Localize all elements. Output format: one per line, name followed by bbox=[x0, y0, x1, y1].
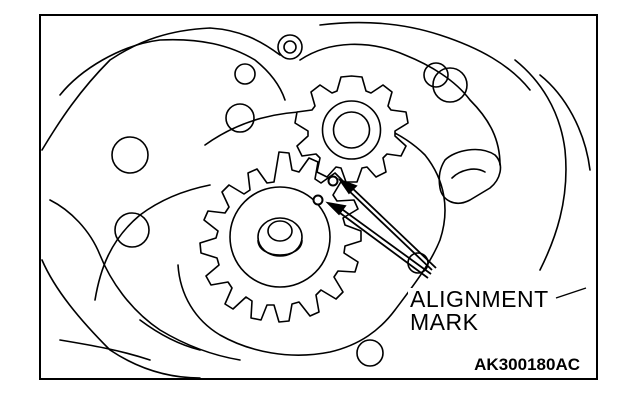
callout-line-2: MARK bbox=[410, 309, 479, 335]
leader-line-lower bbox=[335, 209, 429, 279]
small-gear-hub bbox=[321, 100, 382, 160]
leader-line-upper bbox=[345, 187, 433, 271]
arrowhead-lower bbox=[325, 201, 347, 216]
bolt-boss-3 bbox=[225, 103, 255, 133]
alignment-mark-label: ALIGNMENT MARK bbox=[408, 288, 551, 334]
right-contour-2 bbox=[539, 74, 591, 171]
large-gear-hub bbox=[257, 217, 303, 257]
upper-plate-outline-2 bbox=[319, 21, 531, 91]
bolt-boss-1-inner bbox=[283, 40, 297, 54]
small-gear bbox=[294, 75, 409, 183]
housing-contour-2 bbox=[94, 184, 211, 301]
large-gear bbox=[199, 151, 362, 323]
bolt-boss-2 bbox=[234, 63, 256, 85]
right-contour bbox=[514, 59, 567, 271]
callout-line-1: ALIGNMENT bbox=[410, 286, 549, 312]
leader-line-lower-2 bbox=[338, 206, 432, 275]
lower-contour bbox=[59, 319, 201, 361]
housing-contour-1 bbox=[59, 38, 286, 101]
bolt-boss-7 bbox=[432, 67, 468, 103]
bolt-boss-4 bbox=[111, 136, 149, 174]
bolt-boss-1 bbox=[277, 34, 303, 60]
callout-tick bbox=[555, 287, 587, 299]
bolt-boss-5 bbox=[114, 212, 150, 248]
right-slot bbox=[438, 148, 502, 204]
upper-plate-outline bbox=[299, 43, 501, 166]
alignment-mark-upper bbox=[327, 175, 339, 187]
large-gear-boss bbox=[229, 186, 331, 288]
figure-id: AK300180AC bbox=[472, 355, 582, 375]
large-gear-shaft bbox=[257, 239, 303, 256]
bolt-boss-6 bbox=[423, 62, 449, 88]
arrowhead-upper bbox=[337, 178, 358, 195]
right-slot-inner bbox=[451, 168, 486, 179]
leader-line-upper-2 bbox=[349, 185, 437, 269]
bolt-boss-9 bbox=[356, 339, 384, 367]
alignment-mark-lower bbox=[312, 194, 324, 206]
small-gear-bore bbox=[332, 111, 371, 149]
large-gear-hub-inner bbox=[267, 220, 293, 242]
frame-border bbox=[39, 14, 598, 380]
